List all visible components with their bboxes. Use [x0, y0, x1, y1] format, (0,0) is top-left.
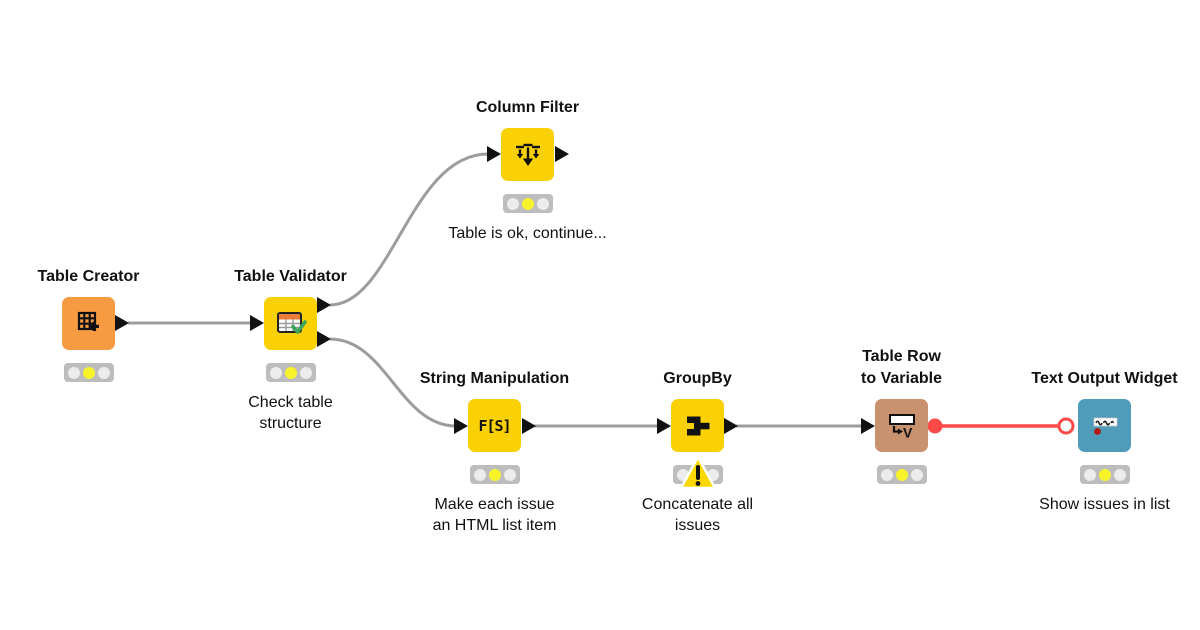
node-caption: Make each issue an HTML list item — [432, 496, 557, 534]
node-text-output-widget[interactable]: Text Output Widget Show issues in list — [1031, 370, 1177, 513]
table-row-to-variable-input-port[interactable] — [861, 418, 875, 434]
status-light-yellow — [895, 468, 908, 481]
column-filter-output-port[interactable] — [555, 146, 569, 162]
groupby-output-port[interactable] — [724, 418, 738, 434]
row-to-variable-icon: V — [888, 413, 915, 440]
status-light-green — [299, 366, 312, 379]
node-body[interactable]: F[S] — [468, 399, 521, 452]
status-light-red — [67, 366, 80, 379]
status-light-green — [503, 468, 516, 481]
node-body[interactable] — [62, 297, 115, 350]
status-light-yellow — [488, 468, 501, 481]
status-light-green — [536, 197, 549, 210]
status-light-red — [880, 468, 893, 481]
status-light-red — [1083, 468, 1096, 481]
node-caption: Table is ok, continue... — [448, 225, 607, 242]
node-body[interactable] — [1078, 399, 1131, 452]
svg-text:V: V — [903, 424, 913, 440]
table-check-icon — [276, 311, 307, 334]
table-creator-output-port[interactable] — [115, 315, 129, 331]
node-groupby[interactable]: GroupBy Concatenate all issues — [642, 370, 753, 534]
traffic-light — [876, 465, 927, 484]
node-body[interactable] — [501, 128, 554, 181]
node-body[interactable]: V — [875, 399, 928, 452]
string-manipulation-input-port[interactable] — [454, 418, 468, 434]
traffic-light — [502, 194, 553, 213]
node-title: Table Creator — [37, 268, 140, 285]
text-output-icon — [1093, 417, 1117, 435]
table-row-to-variable-flow-output-port[interactable] — [927, 418, 943, 434]
table-validator-output-port-bottom[interactable] — [317, 331, 331, 347]
traffic-light — [1079, 465, 1130, 484]
groupby-input-port[interactable] — [657, 418, 671, 434]
node-table-creator[interactable]: Table Creator — [38, 268, 139, 382]
status-light-red — [506, 197, 519, 210]
table-validator-output-port-top[interactable] — [317, 297, 331, 313]
column-filter-input-port[interactable] — [487, 146, 501, 162]
status-light-yellow — [284, 366, 297, 379]
node-table-validator[interactable]: Table Validator Check table structure — [234, 268, 347, 432]
string-function-icon: F[S] — [478, 416, 511, 435]
node-caption: Check table structure — [248, 394, 333, 432]
node-title: Table Row to Variable — [861, 348, 942, 387]
node-body[interactable] — [671, 399, 724, 452]
status-light-green — [97, 366, 110, 379]
status-light-green — [910, 468, 923, 481]
node-table-row-to-variable[interactable]: Table Row to Variable V — [861, 348, 942, 484]
node-body[interactable] — [264, 297, 317, 350]
traffic-light — [63, 363, 114, 382]
traffic-light — [469, 465, 520, 484]
status-light-green — [1113, 468, 1126, 481]
node-title: Column Filter — [475, 99, 580, 116]
text-output-widget-flow-input-port[interactable] — [1057, 417, 1075, 435]
status-light-red — [269, 366, 282, 379]
status-light-yellow — [521, 197, 534, 210]
edge-validator-to-stringmanip[interactable] — [329, 337, 457, 428]
traffic-light — [265, 363, 316, 382]
node-caption: Show issues in list — [1039, 496, 1170, 513]
node-title: Table Validator — [234, 268, 347, 285]
warning-icon — [679, 455, 716, 490]
string-manipulation-output-port[interactable] — [522, 418, 536, 434]
status-light-red — [473, 468, 486, 481]
edge-validator-to-columnfilter[interactable] — [329, 152, 489, 307]
node-caption: Concatenate all issues — [641, 496, 754, 534]
filter-arrows-icon — [515, 143, 540, 166]
table-plus-icon — [77, 311, 99, 331]
node-column-filter[interactable]: Column Filter Table is ok, continue... — [448, 99, 606, 242]
node-string-manipulation[interactable]: String Manipulation F[S] Make each issue… — [420, 370, 569, 534]
node-title: GroupBy — [663, 370, 732, 387]
table-validator-input-port[interactable] — [250, 315, 264, 331]
groupby-icon — [686, 416, 709, 435]
node-title: String Manipulation — [419, 370, 570, 387]
node-title: Text Output Widget — [1031, 370, 1178, 387]
status-light-yellow — [82, 366, 95, 379]
status-light-yellow — [1098, 468, 1111, 481]
